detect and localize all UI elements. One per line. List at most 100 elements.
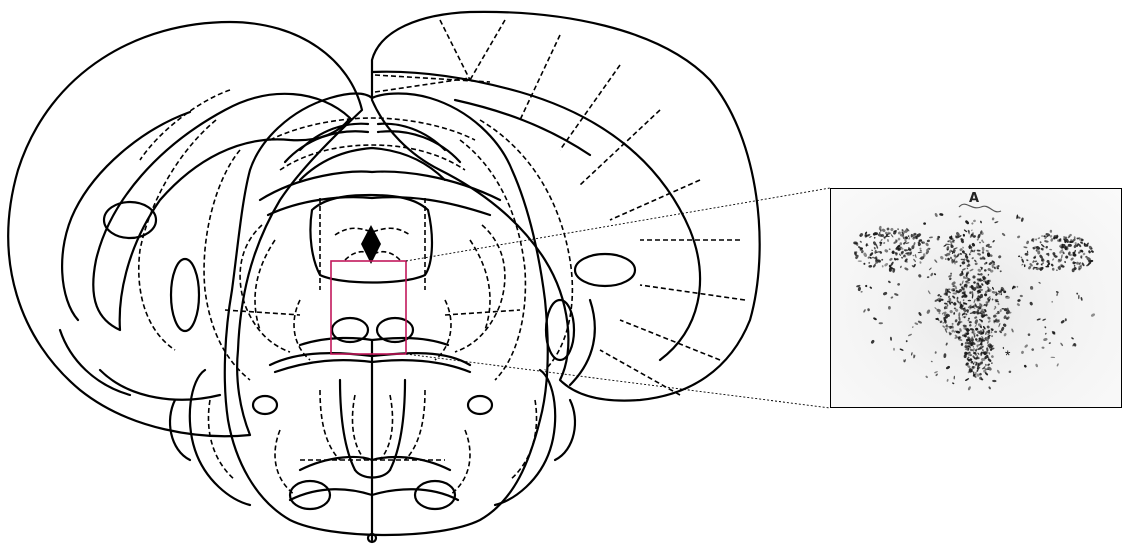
stained-cell [976, 370, 979, 373]
stained-cell [964, 254, 969, 259]
stained-cell [917, 320, 922, 324]
stained-cell [998, 323, 1001, 328]
stained-cell [934, 259, 938, 263]
stained-cell [1041, 235, 1044, 237]
stained-cell [894, 293, 899, 297]
stained-cell [868, 262, 870, 264]
stained-cell [942, 325, 946, 328]
stained-cell [985, 364, 988, 367]
stained-cell [969, 253, 971, 255]
stained-cell [988, 386, 991, 390]
stained-cell [1088, 245, 1093, 250]
stained-cell [882, 291, 887, 296]
stained-cell [956, 297, 958, 300]
stained-cell [944, 328, 948, 330]
stained-cell [945, 258, 947, 260]
stained-cell [953, 312, 955, 315]
stained-cell [1029, 301, 1033, 306]
stained-cell [973, 363, 975, 365]
stained-cell [974, 319, 978, 324]
ventricle-edge [959, 204, 1001, 212]
stained-cell [1088, 250, 1091, 254]
stained-cell [1082, 252, 1086, 256]
stained-cell [925, 242, 929, 247]
stained-cell [900, 265, 903, 268]
stained-cell [976, 238, 979, 241]
stained-cell [953, 376, 955, 380]
stained-cell [870, 339, 875, 344]
stained-cell [987, 358, 992, 363]
stained-cell [939, 255, 944, 260]
stained-cell [952, 323, 954, 325]
stained-cell [899, 348, 903, 351]
stained-cell [890, 296, 893, 299]
stained-cell [858, 260, 862, 261]
stained-cell [1017, 299, 1021, 303]
stained-cell [1017, 235, 1021, 239]
stained-cell [1044, 240, 1049, 243]
micrograph-inset: A * [830, 188, 1122, 408]
stained-cell [1071, 337, 1074, 340]
stained-cell [1051, 301, 1053, 303]
stained-cell [952, 302, 957, 307]
stained-cell [976, 282, 978, 285]
stained-cell [994, 331, 997, 333]
stained-cell [973, 299, 976, 304]
stained-cell [974, 259, 977, 262]
stained-cell [997, 303, 1000, 306]
stained-cell [893, 348, 894, 351]
stained-cell [963, 276, 965, 279]
stained-cell [983, 293, 987, 297]
stained-cell [1027, 250, 1029, 253]
stained-cell [914, 322, 918, 325]
stained-cell [934, 273, 937, 276]
stained-cell [1035, 363, 1038, 367]
stained-cell [959, 264, 962, 267]
stained-cell [959, 253, 962, 256]
stained-cell [991, 298, 993, 300]
stained-cell [984, 269, 987, 272]
stained-cell [871, 249, 873, 251]
stained-cell [929, 267, 932, 270]
stained-cell [1036, 318, 1040, 321]
stained-cell [950, 273, 952, 275]
stained-cell [939, 295, 941, 297]
stained-cell [1041, 346, 1044, 349]
stained-cell [1020, 217, 1024, 222]
stained-cell [1045, 245, 1048, 248]
stained-cell [1000, 270, 1002, 272]
stained-cell [1036, 262, 1040, 266]
cell-cluster [853, 213, 1096, 391]
stained-cell [991, 362, 993, 364]
stained-cell [1064, 261, 1066, 264]
stained-cell [988, 352, 990, 355]
stained-cell [1056, 293, 1058, 297]
stained-cell [873, 317, 878, 321]
stained-cell [947, 304, 949, 307]
stained-cell [962, 268, 966, 271]
stained-cell [908, 235, 910, 237]
stained-cell [958, 215, 961, 218]
stained-cell [879, 322, 883, 324]
stained-cell [904, 249, 909, 251]
stained-cell [918, 251, 923, 253]
stained-cell [869, 252, 874, 257]
stained-cell [1024, 344, 1029, 348]
stained-cell [951, 281, 956, 286]
stained-cell [992, 380, 997, 383]
stained-cell [857, 287, 861, 292]
stained-cell [986, 325, 990, 329]
stained-cell [1050, 357, 1055, 359]
stained-cell [967, 319, 969, 321]
stained-cell [1060, 319, 1065, 324]
stained-cell [934, 213, 938, 218]
stained-cell [971, 229, 973, 231]
stained-cell [974, 316, 978, 320]
stained-cell [994, 221, 998, 224]
stained-cell [863, 309, 866, 313]
stained-cell [927, 239, 931, 242]
stained-cell [974, 262, 978, 265]
stained-cell [1061, 254, 1063, 259]
stained-cell [863, 263, 865, 265]
stained-cell [992, 287, 995, 290]
